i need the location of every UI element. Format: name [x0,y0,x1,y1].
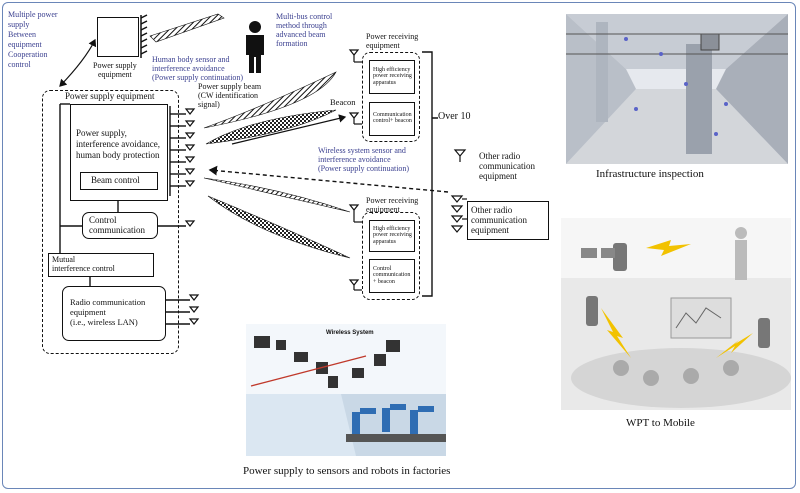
infrastructure-photo [566,14,788,164]
hep-1-box [369,60,415,94]
wpt-mobile-photo [561,218,791,410]
power-supply-top-box [97,17,139,57]
mutual-box [48,253,154,277]
control-comm-box [82,212,158,239]
cc-1-box [369,102,415,136]
pse-function-label: Power supply,interference avoidance,huma… [76,128,160,160]
cc-2-box [369,259,415,293]
receiving-1-group [362,52,420,142]
beam-control-box [80,172,158,190]
other-radio-2-box [467,201,549,240]
wpt-caption: WPT to Mobile [626,417,695,429]
power-supply-equipment-group [42,90,179,354]
hep-2-box [369,220,415,252]
receiving-2-group [362,212,420,300]
infra-caption: Infrastructure inspection [596,168,704,180]
wireless-system-label: Wireless System [326,330,374,336]
pse-title: Power supply equipment [65,91,155,101]
factory-photo: Wireless System [246,324,446,456]
beam-control-label: Beam control [91,175,140,185]
radio-equip-box [62,286,166,341]
person-icon [246,21,264,73]
over-10-label: Over 10 [438,111,471,122]
factory-caption: Power supply to sensors and robots in fa… [243,465,451,477]
beacon-label: Beacon [330,97,356,107]
